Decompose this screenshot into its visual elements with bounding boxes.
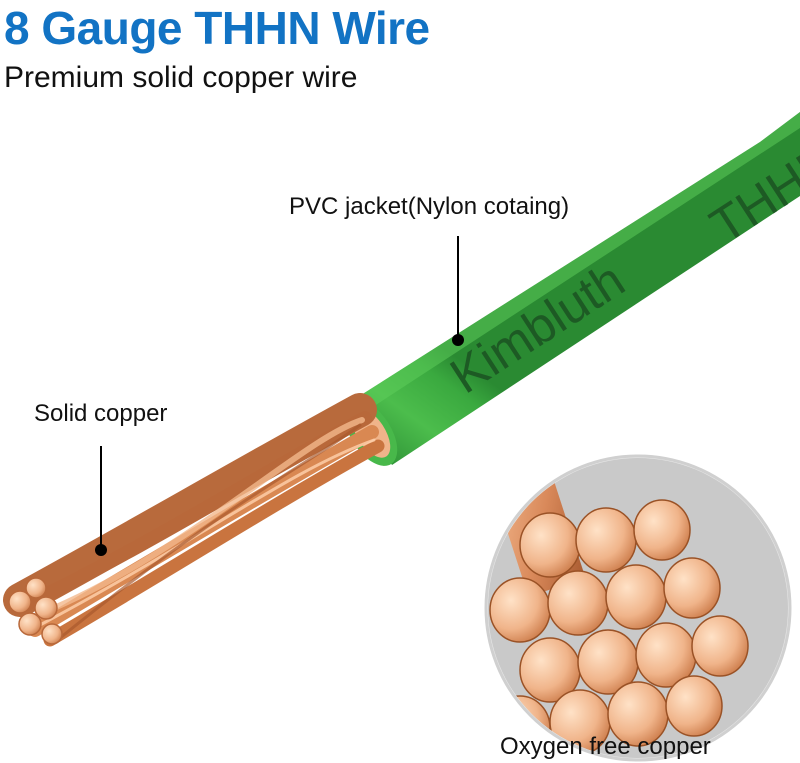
jacket-callout-label: PVC jacket(Nylon cotaing) bbox=[289, 193, 570, 220]
copper-callout-label: Solid copper bbox=[34, 400, 168, 427]
copper-crosssection-zoom bbox=[484, 454, 792, 762]
jacket-callout-dot bbox=[452, 334, 464, 346]
oxygen-free-copper-label: Oxygen free copper bbox=[500, 733, 711, 760]
page-subtitle: Premium solid copper wire bbox=[4, 61, 358, 94]
page-title: 8 Gauge THHN Wire bbox=[4, 2, 430, 54]
copper-callout-dot bbox=[95, 544, 107, 556]
copper-strands bbox=[3, 393, 385, 647]
